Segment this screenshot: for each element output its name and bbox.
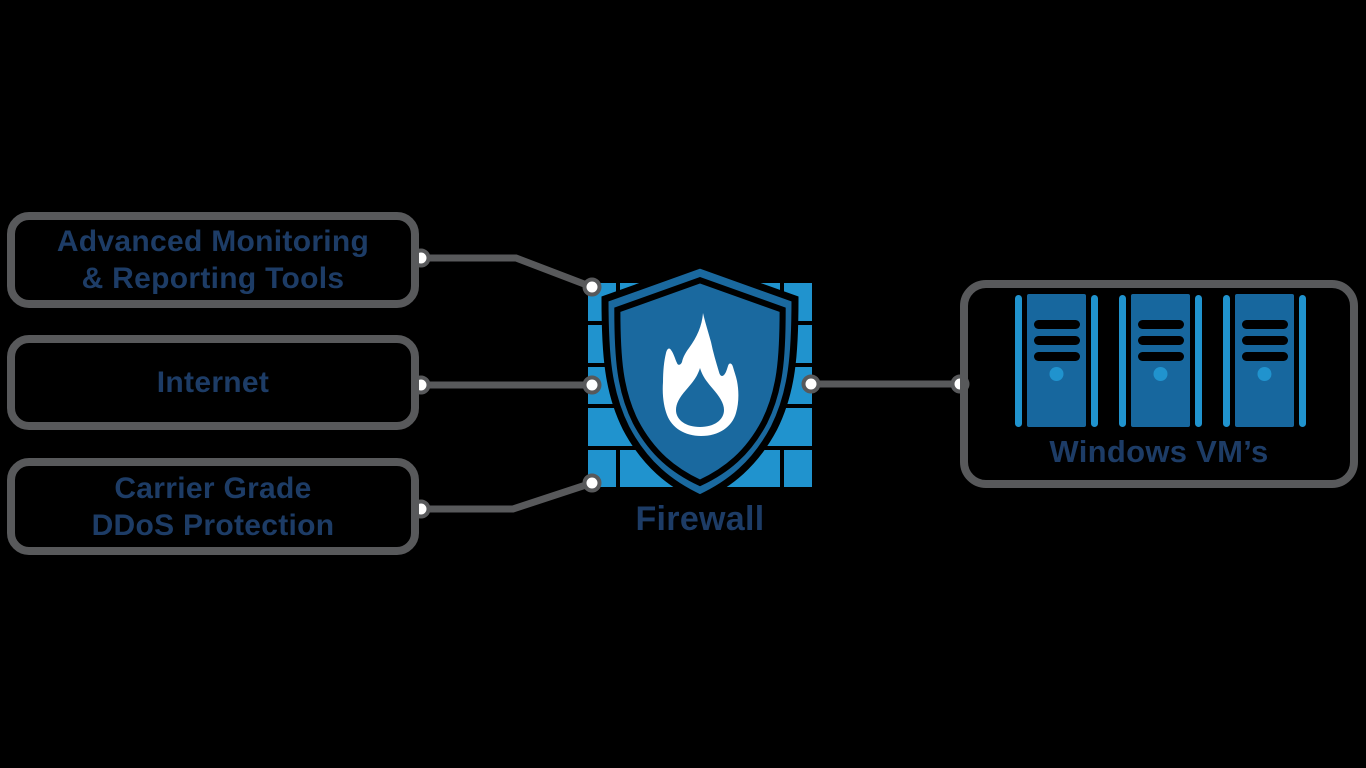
shield-flame-icon xyxy=(601,261,799,502)
node-advanced-monitoring-label: Advanced Monitoring & Reporting Tools xyxy=(56,225,370,295)
node-internet: Internet xyxy=(7,335,419,430)
connector-ddos-to-firewall xyxy=(421,479,594,513)
server-tower-icon xyxy=(1119,294,1202,427)
node-advanced-monitoring: Advanced Monitoring & Reporting Tools xyxy=(7,212,419,308)
connector-monitoring-to-firewall xyxy=(421,254,594,291)
node-ddos-protection: Carrier Grade DDoS Protection xyxy=(7,458,419,555)
server-tower-icon xyxy=(1015,294,1098,427)
flame-icon xyxy=(662,313,739,436)
node-ddos-protection-label: Carrier Grade DDoS Protection xyxy=(91,471,335,542)
server-tower-icon xyxy=(1223,294,1306,427)
node-windows-vms xyxy=(960,280,1358,488)
firewall-label: Firewall xyxy=(635,500,765,538)
node-internet-label: Internet xyxy=(156,366,270,399)
windows-vms-label: Windows VM’s xyxy=(1049,434,1269,469)
